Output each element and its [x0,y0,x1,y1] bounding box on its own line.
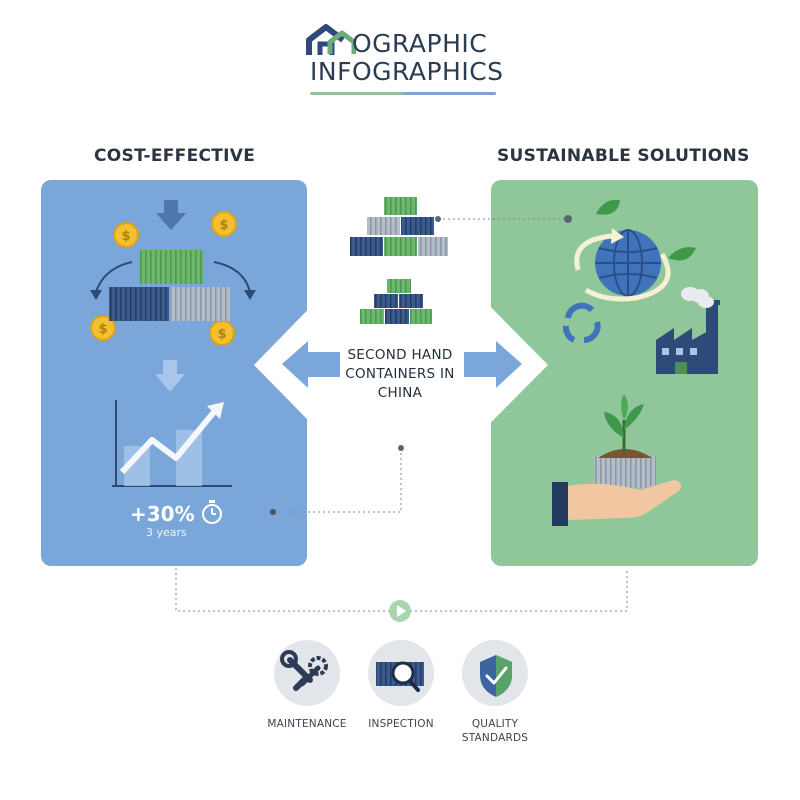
svg-text:$: $ [217,327,226,342]
cycle-arrows-icon [90,261,256,300]
container-stack-bottom-icon [360,279,432,324]
factory-icon [656,287,720,374]
globe-icon [574,228,671,302]
timer-icon [202,500,222,524]
leaf-icon [596,199,696,261]
feature-label: QUALITY STANDARDS [461,718,529,744]
logo: OGRAPHIC INFOGRAPHICS [306,24,503,98]
svg-text:$: $ [121,229,130,244]
logo-text: OGRAPHIC [352,29,488,58]
svg-text:$: $ [98,322,107,337]
feature-label: MAINTENANCE [267,718,347,730]
container-stack-icon [109,250,230,321]
coin-icon: $ [113,222,139,248]
logo-subtext: INFOGRAPHICS [310,57,504,86]
connector-dot [564,215,572,223]
magnifier-container-icon [376,661,424,692]
center-label: SECOND HAND CONTAINERS IN CHINA [345,347,455,401]
play-icon [389,600,411,622]
recycle-icon [562,302,601,343]
connector-dot [398,445,404,451]
growth-chart-icon [112,400,232,487]
wrench-gear-icon [280,650,328,691]
plant-in-hand-icon [552,394,682,526]
shield-check-icon [480,655,512,697]
sustainable-solutions-title: SUSTAINABLE SOLUTIONS [497,146,750,166]
connector-dot [435,216,441,222]
coin-icon: $ [209,320,235,346]
dotted-connectors [175,218,628,612]
down-arrow-icon [155,360,185,392]
center-diamond [254,215,548,514]
container-stack-top-icon [350,197,448,256]
connector-dot [270,509,276,515]
cost-effective-title: COST-EFFECTIVE [94,146,256,166]
feature-label: INSPECTION [368,718,434,730]
down-arrow-icon [156,200,186,230]
logo-underline [310,92,496,95]
left-arrow-icon [282,341,340,388]
growth-stat-value: +30% [130,502,195,526]
coin-icon: $ [90,315,116,341]
growth-stat-period: 3 years [146,526,187,539]
house-logo-icon [306,24,356,55]
right-arrow-icon [464,341,522,388]
svg-text:$: $ [219,218,228,233]
coin-icon: $ [211,211,237,237]
